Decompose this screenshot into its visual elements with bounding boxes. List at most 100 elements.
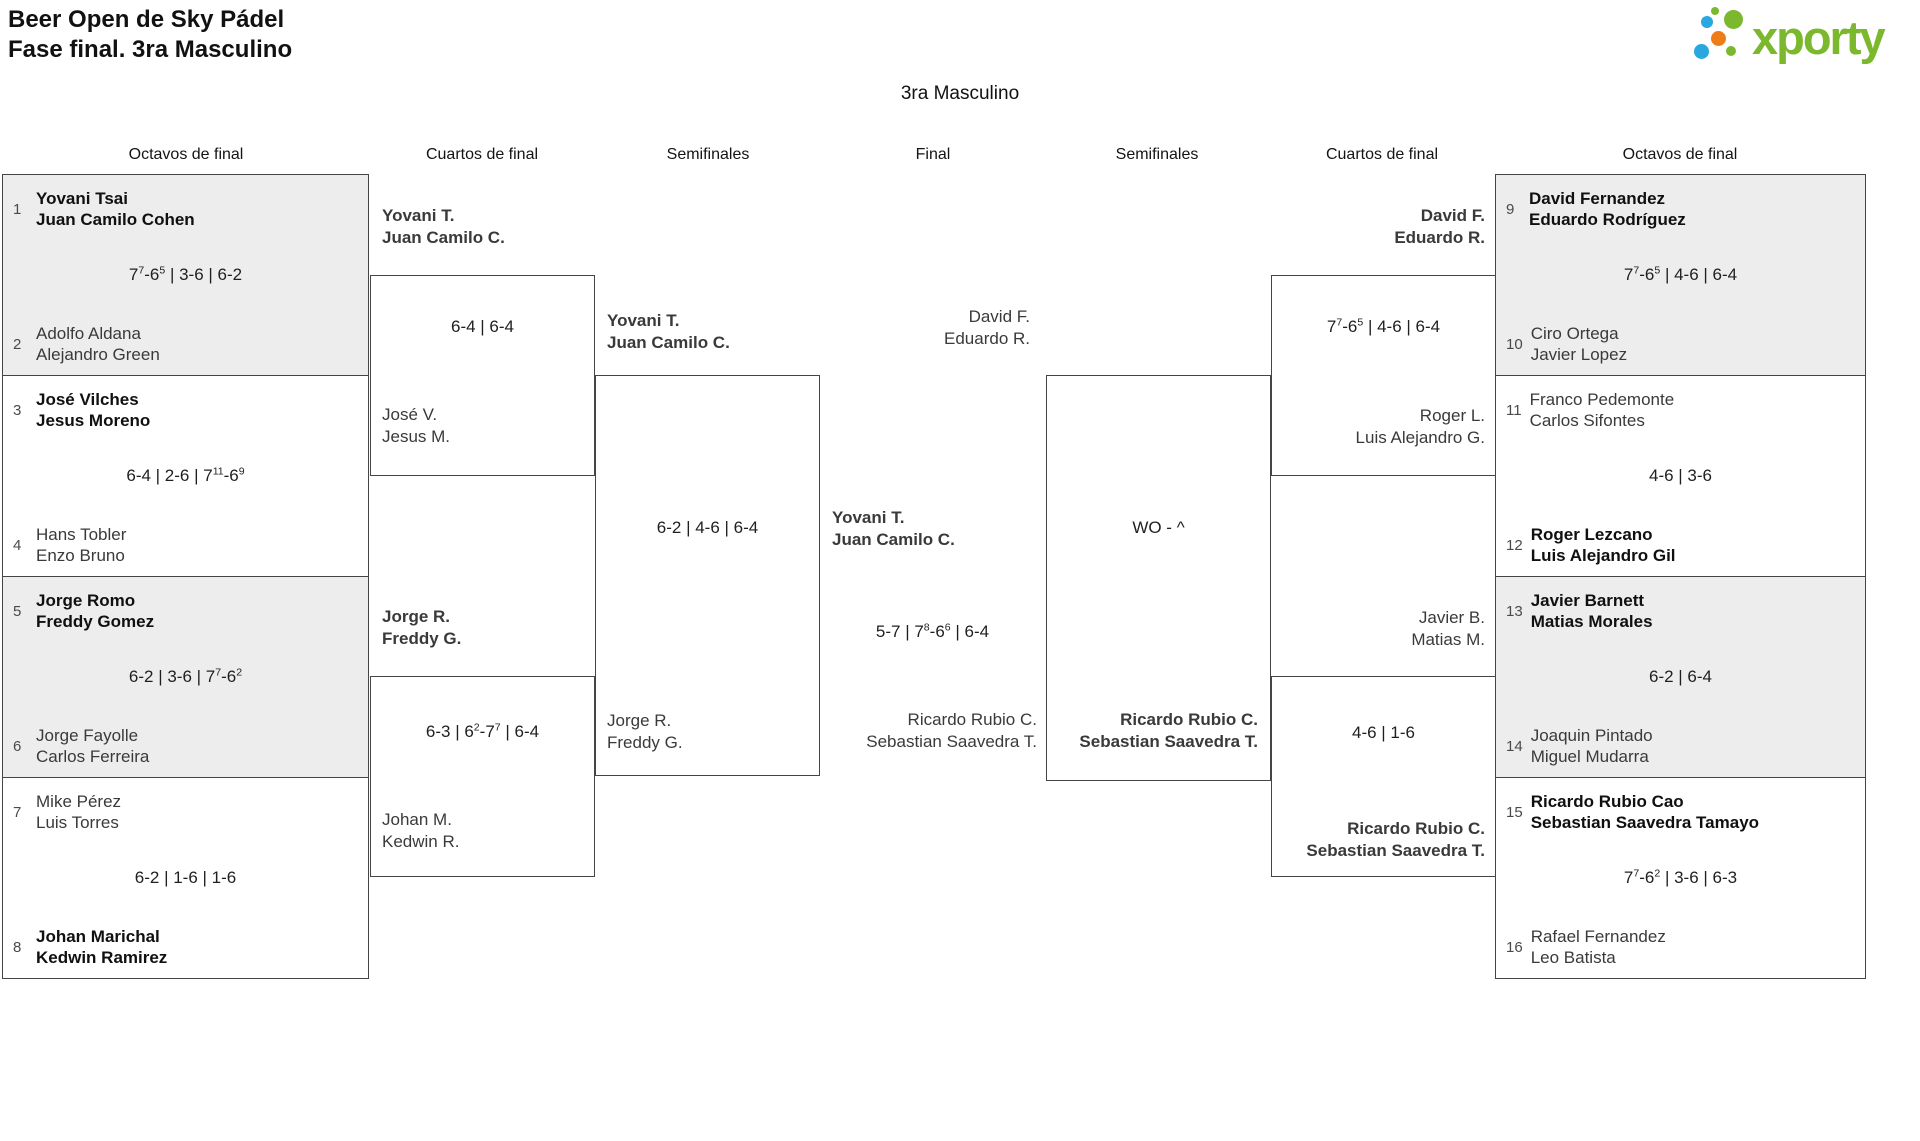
player-name: Juan Camilo C. bbox=[607, 333, 730, 352]
player-name: Yovani T. bbox=[382, 206, 455, 225]
player-name: Jorge Fayolle bbox=[36, 726, 139, 745]
match-box-cuartos-left-2[interactable] bbox=[370, 676, 595, 877]
round-header-cuartos-left: Cuartos de final bbox=[425, 146, 539, 163]
match-box-octavos-6[interactable]: 11 Franco Pedemonte Carlos Sifontes 4-6 … bbox=[1495, 375, 1866, 577]
match-score: 6-4 | 6-4 bbox=[450, 317, 514, 336]
team-names: Jorge Fayolle Carlos Ferreira bbox=[36, 725, 149, 767]
match-score: 4-6 | 1-6 bbox=[1351, 723, 1415, 742]
logo-text: xporty bbox=[1752, 11, 1886, 64]
player-name: José Vilches bbox=[36, 390, 139, 409]
match-score: 6-2 | 1-6 | 1-6 bbox=[134, 868, 237, 887]
match-box-semi-right[interactable] bbox=[1046, 375, 1271, 781]
team-row: 10 Ciro Ortega Javier Lopez bbox=[1506, 323, 1859, 365]
player-name: Javier B. bbox=[1418, 608, 1485, 627]
match-box-octavos-4[interactable]: 7 Mike Pérez Luis Torres 6-2 | 1-6 | 1-6… bbox=[2, 777, 369, 979]
match-box-cuartos-right-1[interactable] bbox=[1271, 275, 1496, 476]
match-box-octavos-8[interactable]: 15 Ricardo Rubio Cao Sebastian Saavedra … bbox=[1495, 777, 1866, 979]
player-name: Carlos Sifontes bbox=[1529, 411, 1645, 430]
player-name: Miguel Mudarra bbox=[1530, 747, 1649, 766]
player-name: Alejandro Green bbox=[36, 345, 160, 364]
player-name: David Fernandez bbox=[1529, 189, 1666, 208]
player-name: Yovani T. bbox=[607, 311, 680, 330]
team-row: 6 Jorge Fayolle Carlos Ferreira bbox=[13, 725, 362, 767]
seed-number: 11 bbox=[1506, 401, 1522, 419]
advancing-team: David F. Eduardo R. bbox=[820, 306, 1030, 350]
tournament-title-line2: Fase final. 3ra Masculino bbox=[8, 36, 293, 63]
seed-number: 3 bbox=[13, 401, 22, 419]
player-name: Jorge R. bbox=[382, 607, 451, 626]
team-row: 1 Yovani Tsai Juan Camilo Cohen bbox=[13, 188, 362, 230]
player-name: Eduardo R. bbox=[944, 329, 1030, 348]
team-names: José Vilches Jesus Moreno bbox=[36, 389, 150, 431]
team-row: 12 Roger Lezcano Luis Alejandro Gil bbox=[1506, 524, 1859, 566]
team-names: David Fernandez Eduardo Rodríguez bbox=[1529, 188, 1686, 230]
player-name: Roger L. bbox=[1419, 406, 1485, 425]
player-name: Freddy G. bbox=[382, 629, 462, 648]
logo-dot-blue-small bbox=[1701, 16, 1713, 28]
match-score: WO - ^ bbox=[1132, 518, 1185, 537]
team-names: Mike Pérez Luis Torres bbox=[36, 791, 121, 833]
player-name: Joaquin Pintado bbox=[1530, 726, 1653, 745]
match-box-octavos-1[interactable]: 1 Yovani Tsai Juan Camilo Cohen 77-65 | … bbox=[2, 174, 369, 376]
round-header-semis-left: Semifinales bbox=[666, 146, 750, 163]
advancing-team: Johan M. Kedwin R. bbox=[382, 809, 459, 853]
round-header-cuartos-right: Cuartos de final bbox=[1325, 146, 1439, 163]
player-name: Javier Lopez bbox=[1530, 345, 1628, 364]
advancing-team: Roger L. Luis Alejandro G. bbox=[1270, 405, 1485, 449]
seed-number: 6 bbox=[13, 737, 22, 755]
match-box-cuartos-left-1[interactable] bbox=[370, 275, 595, 476]
player-name: Jesus Moreno bbox=[36, 411, 151, 430]
player-name: Jorge R. bbox=[607, 711, 672, 730]
player-name: Luis Torres bbox=[36, 813, 119, 832]
seed-number: 9 bbox=[1506, 200, 1515, 218]
team-names: Johan Marichal Kedwin Ramirez bbox=[36, 926, 167, 968]
player-name: Enzo Bruno bbox=[36, 546, 125, 565]
player-name: José V. bbox=[382, 405, 438, 424]
team-names: Ricardo Rubio Cao Sebastian Saavedra Tam… bbox=[1531, 791, 1759, 833]
round-header-octavos-left: Octavos de final bbox=[128, 146, 244, 163]
team-names: Javier Barnett Matias Morales bbox=[1531, 590, 1653, 632]
team-names: Rafael Fernandez Leo Batista bbox=[1531, 926, 1666, 968]
tournament-title-line1: Beer Open de Sky Pádel bbox=[8, 6, 285, 33]
advancing-team: Javier B. Matias M. bbox=[1270, 607, 1485, 651]
player-name: Freddy Gomez bbox=[36, 612, 155, 631]
player-name: Jorge Romo bbox=[36, 591, 136, 610]
match-box-octavos-2[interactable]: 3 José Vilches Jesus Moreno 6-4 | 2-6 | … bbox=[2, 375, 369, 577]
player-name: Luis Alejandro G. bbox=[1355, 428, 1485, 447]
match-score: 77-65 | 4-6 | 6-4 bbox=[1623, 264, 1738, 284]
match-score: 6-2 | 4-6 | 6-4 bbox=[656, 518, 759, 537]
round-header-semis-right: Semifinales bbox=[1115, 146, 1199, 163]
advancing-team: David F. Eduardo R. bbox=[1270, 205, 1485, 249]
tournament-title: Beer Open de Sky Pádel Fase final. 3ra M… bbox=[8, 5, 292, 65]
player-name: Rafael Fernandez bbox=[1530, 927, 1666, 946]
player-name: Sebastian Saavedra T. bbox=[1306, 841, 1485, 860]
advancing-team: Jorge R. Freddy G. bbox=[382, 606, 461, 650]
xporty-logo[interactable]: xporty bbox=[1690, 2, 1915, 80]
team-row: 4 Hans Tobler Enzo Bruno bbox=[13, 524, 362, 566]
team-row: 13 Javier Barnett Matias Morales bbox=[1506, 590, 1859, 632]
match-box-octavos-5[interactable]: 9 David Fernandez Eduardo Rodríguez 77-6… bbox=[1495, 174, 1866, 376]
team-row: 9 David Fernandez Eduardo Rodríguez bbox=[1506, 188, 1859, 230]
team-names: Hans Tobler Enzo Bruno bbox=[36, 524, 126, 566]
player-name: David F. bbox=[968, 307, 1030, 326]
match-box-semi-left[interactable] bbox=[595, 375, 820, 776]
player-name: Eduardo Rodríguez bbox=[1529, 210, 1686, 229]
seed-number: 5 bbox=[13, 602, 22, 620]
match-box-octavos-7[interactable]: 13 Javier Barnett Matias Morales 6-2 | 6… bbox=[1495, 576, 1866, 778]
team-row: 2 Adolfo Aldana Alejandro Green bbox=[13, 323, 362, 365]
team-row: 16 Rafael Fernandez Leo Batista bbox=[1506, 926, 1859, 968]
team-names: Joaquin Pintado Miguel Mudarra bbox=[1531, 725, 1653, 767]
player-name: Juan Camilo C. bbox=[382, 228, 505, 247]
match-box-cuartos-right-2[interactable] bbox=[1271, 676, 1496, 877]
seed-number: 8 bbox=[13, 938, 22, 956]
player-name: Yovani T. bbox=[832, 508, 905, 527]
player-name: Matias Morales bbox=[1530, 612, 1653, 631]
match-box-octavos-3[interactable]: 5 Jorge Romo Freddy Gomez 6-2 | 3-6 | 77… bbox=[2, 576, 369, 778]
match-score: 6-2 | 3-6 | 77-62 bbox=[128, 666, 243, 686]
match-score: 6-2 | 6-4 bbox=[1648, 667, 1712, 686]
match-score: 77-62 | 3-6 | 6-3 bbox=[1623, 867, 1738, 887]
logo-dot-green-small-bottom bbox=[1726, 46, 1736, 56]
seed-number: 12 bbox=[1506, 536, 1523, 554]
seed-number: 15 bbox=[1506, 803, 1523, 821]
